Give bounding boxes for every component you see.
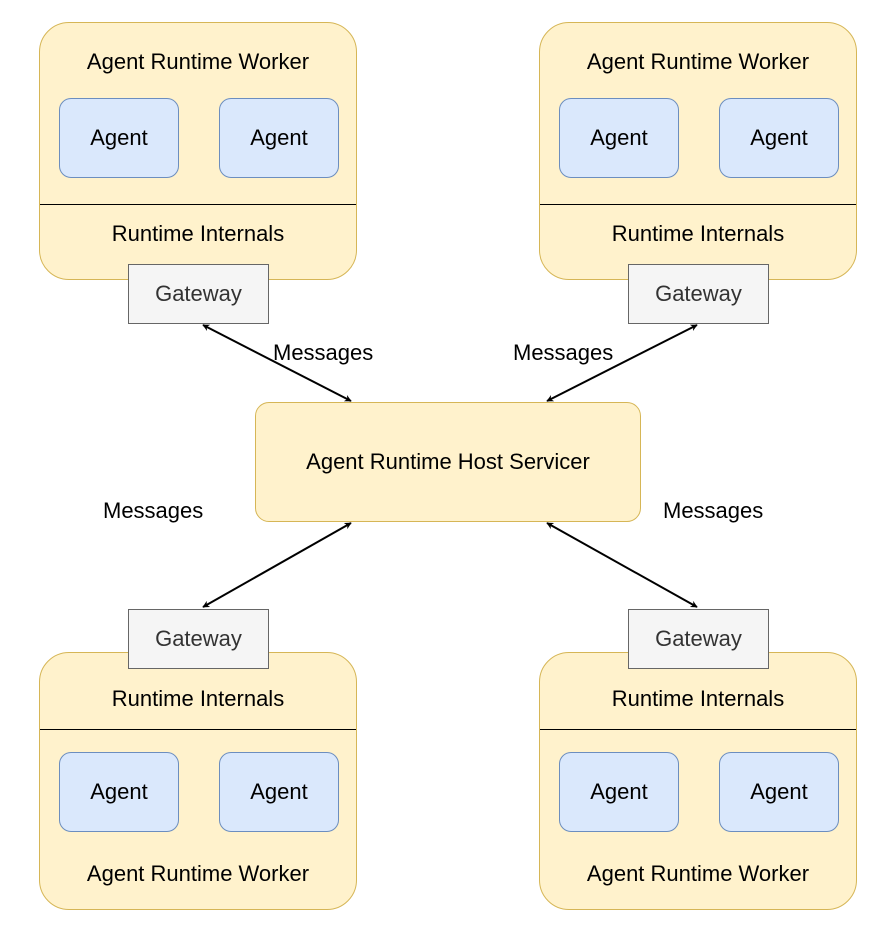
- agent-node: Agent: [719, 98, 839, 178]
- runtime-internals-label: Runtime Internals: [611, 221, 785, 246]
- worker-title: Agent Runtime Worker: [586, 861, 810, 886]
- worker-top-left: Agent Runtime Worker Agent Agent Runtime…: [39, 22, 357, 280]
- arrow-bottom-right: [546, 522, 698, 608]
- worker-bottom-right: Runtime Internals Agent Agent Agent Runt…: [539, 652, 857, 910]
- agent-node: Agent: [59, 752, 179, 832]
- edge-label-bottom-right: Messages: [663, 498, 764, 523]
- agent-node: Agent: [59, 98, 179, 178]
- gateway-bottom-left: Gateway: [128, 609, 269, 669]
- edge-label-top-left: Messages: [273, 340, 374, 365]
- runtime-internals-label: Runtime Internals: [111, 221, 285, 246]
- worker-title: Agent Runtime Worker: [86, 861, 310, 886]
- gateway-bottom-right: Gateway: [628, 609, 769, 669]
- gateway-top-left: Gateway: [128, 264, 269, 324]
- runtime-internals-label: Runtime Internals: [611, 686, 785, 711]
- worker-top-right: Agent Runtime Worker Agent Agent Runtime…: [539, 22, 857, 280]
- arrow-bottom-left: [202, 522, 352, 608]
- arrow-top-left: [202, 324, 352, 402]
- agent-node: Agent: [559, 752, 679, 832]
- edge-label-bottom-left: Messages: [103, 498, 204, 523]
- worker-title: Agent Runtime Worker: [586, 49, 810, 74]
- agent-node: Agent: [219, 98, 339, 178]
- edge-label-top-right: Messages: [513, 340, 614, 365]
- worker-divider: [40, 204, 356, 205]
- runtime-internals-label: Runtime Internals: [111, 686, 285, 711]
- host-servicer: Agent Runtime Host Servicer: [255, 402, 641, 522]
- gateway-top-right: Gateway: [628, 264, 769, 324]
- agent-node: Agent: [559, 98, 679, 178]
- worker-divider: [540, 204, 856, 205]
- worker-title: Agent Runtime Worker: [86, 49, 310, 74]
- worker-bottom-left: Runtime Internals Agent Agent Agent Runt…: [39, 652, 357, 910]
- agent-node: Agent: [719, 752, 839, 832]
- agent-node: Agent: [219, 752, 339, 832]
- worker-divider: [40, 729, 356, 730]
- arrow-top-right: [546, 324, 698, 402]
- worker-divider: [540, 729, 856, 730]
